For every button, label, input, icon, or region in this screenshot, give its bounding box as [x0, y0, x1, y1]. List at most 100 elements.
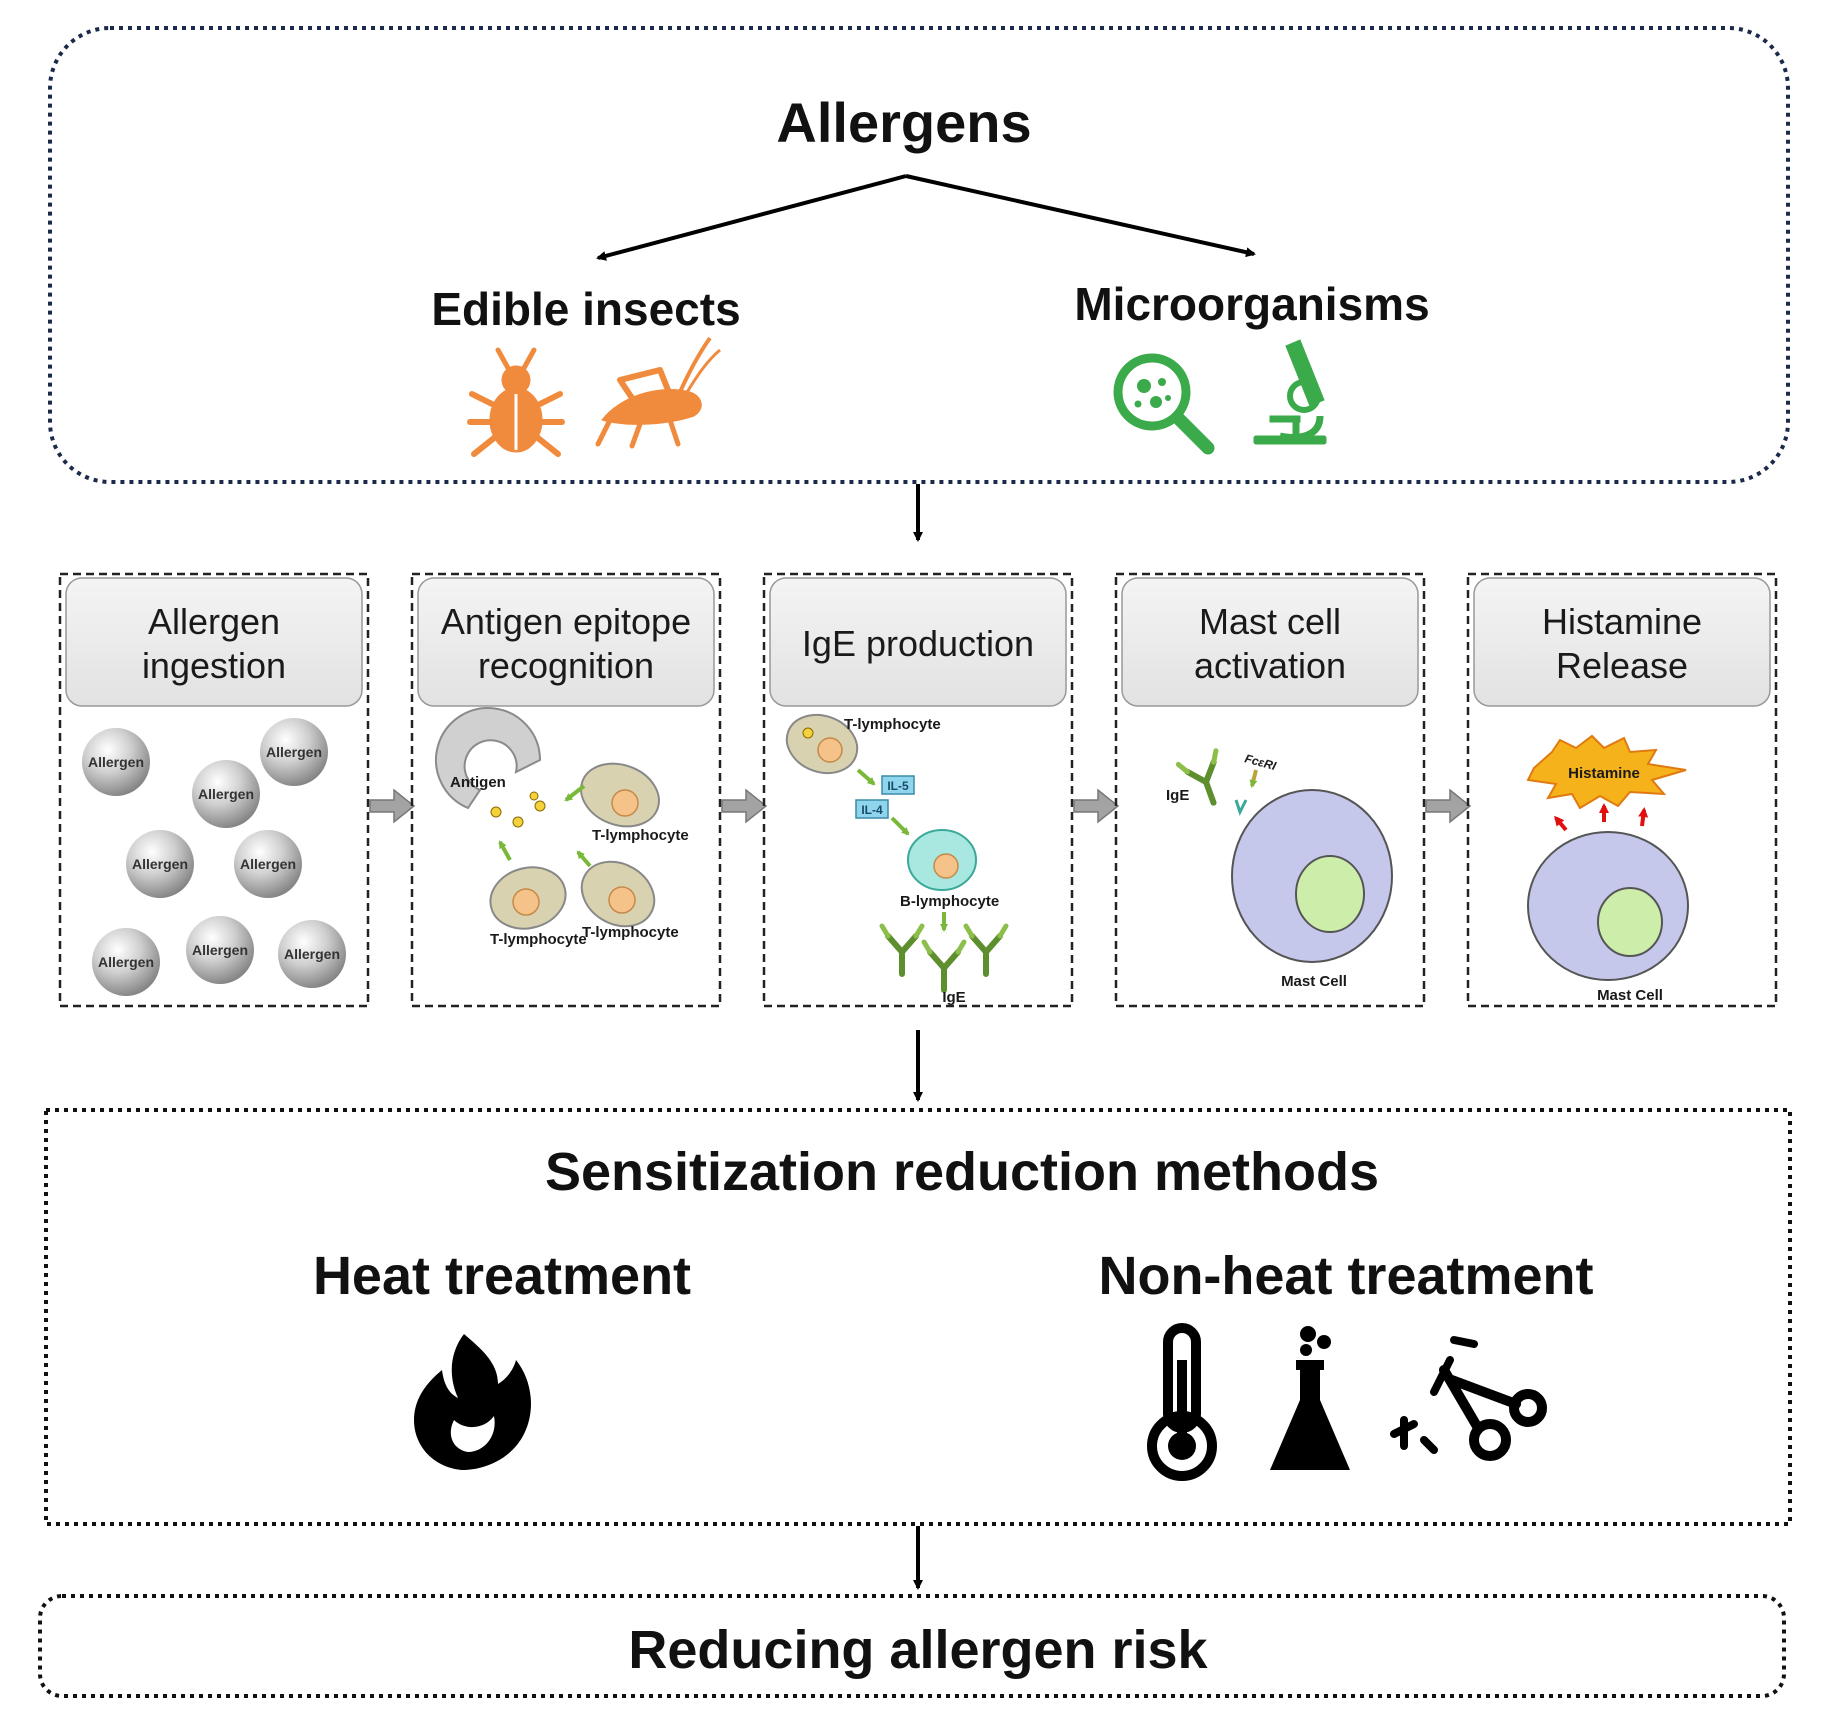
il5-label: IL-5: [887, 779, 909, 793]
step-header: [65, 577, 363, 707]
antigen-shape: [435, 707, 542, 810]
heat-treatment-label: Heat treatment: [313, 1246, 691, 1306]
allergen-label: Allergen: [266, 744, 322, 760]
allergen-sphere: Allergen: [192, 760, 260, 828]
epitope-markers: [490, 791, 546, 828]
b-lymphocyte-label: B-lymphocyte: [900, 893, 999, 910]
histamine-label: Histamine: [1568, 765, 1640, 782]
cell-nucleus: [933, 853, 959, 879]
t-lymphocyte-label: T-lymphocyte: [844, 716, 941, 733]
il5-box: [881, 775, 915, 795]
step-title: Histamine: [1542, 601, 1702, 642]
step-title: Antigen epitope: [441, 601, 691, 642]
cell-nucleus: [608, 886, 636, 914]
t-lymphocyte-label: T-lymphocyte: [582, 924, 679, 941]
grasshopper-icon: [595, 336, 721, 449]
step-title-line2: recognition: [478, 645, 654, 686]
mast-cell-label: Mast Cell: [1597, 987, 1663, 1004]
microorganisms-label: Microorganisms: [1074, 278, 1429, 330]
methods-title: Sensitization reduction methods: [545, 1142, 1379, 1202]
allergen-sphere: Allergen: [126, 830, 194, 898]
allergen-sphere: Allergen: [234, 830, 302, 898]
gray-step-arrow: [369, 788, 416, 824]
edible-insects-label: Edible insects: [431, 283, 740, 335]
step-title-line2: ingestion: [142, 645, 286, 686]
step-panel: IgE production: [762, 572, 1120, 1008]
allergens-panel: Allergens Edible insects Microorganisms: [48, 26, 1790, 484]
green-arrow: [890, 816, 910, 836]
ige-antibody: [882, 926, 922, 974]
green-arrow: [1249, 769, 1258, 788]
il4-label: IL-4: [861, 803, 883, 817]
green-arrow: [498, 840, 512, 861]
result-panel: Reducing allergen risk: [38, 1594, 1786, 1698]
mast-cell-nucleus: [1295, 855, 1365, 933]
fceri-label: FcεRI: [1243, 751, 1278, 773]
step-title: Allergen: [148, 601, 280, 642]
green-arrow: [564, 784, 586, 802]
allergen-label: Allergen: [132, 856, 188, 872]
step-title-line2: activation: [1194, 645, 1346, 686]
green-arrow: [576, 850, 592, 868]
step-header: [769, 577, 1067, 707]
antigen-recognition-illustration: Antigen T-lymphocyte T-lymphocyte T-lymp…: [435, 707, 689, 948]
ige-production-illustration: T-lymphocyte IL-5 IL-4 B-lymphocyte IgE: [785, 713, 1006, 1006]
cell-nucleus: [817, 737, 843, 763]
allergen-label: Allergen: [98, 954, 154, 970]
allergen-sphere: Allergen: [260, 718, 328, 786]
antigen-label: Antigen: [450, 774, 506, 791]
cell-nucleus: [611, 789, 639, 817]
ige-antibody: [924, 942, 964, 990]
t-lymphocyte-label: T-lymphocyte: [490, 931, 587, 948]
ige-label: IgE: [1166, 787, 1189, 804]
gray-step-arrow: [1073, 788, 1120, 824]
microscope-icon: [1253, 339, 1327, 445]
histamine-release-illustration: Histamine Mast Cell: [1526, 734, 1689, 1004]
allergen-label: Allergen: [284, 946, 340, 962]
allergen-sphere: Allergen: [82, 728, 150, 796]
allergen-sphere: Allergen: [186, 916, 254, 984]
green-arrow: [856, 768, 876, 786]
red-arrow: [1638, 807, 1649, 827]
histamine-burst: [1526, 734, 1687, 810]
gray-step-arrow: [1425, 788, 1472, 824]
allergen-label: Allergen: [88, 754, 144, 770]
red-arrow: [1554, 815, 1568, 832]
allergen-label: Allergen: [198, 786, 254, 802]
il4-box: [855, 799, 889, 819]
step-header: [1473, 577, 1771, 707]
gray-step-arrow: [721, 788, 768, 824]
allergen-sphere: Allergen: [278, 920, 346, 988]
step-title: IgE production: [802, 623, 1034, 664]
ige-label: IgE: [942, 989, 965, 1006]
t-lymphocyte-label: T-lymphocyte: [592, 827, 689, 844]
mast-cell-label: Mast Cell: [1281, 973, 1347, 990]
scissors-enzyme-icon: [1390, 1336, 1547, 1461]
beetle-icon: [467, 347, 565, 457]
arrow-to-edible-insects: [596, 174, 907, 261]
epitope-marker: [802, 727, 814, 739]
mast-cell-activation-illustration: IgE FcεRI Mast Cell: [1166, 751, 1393, 990]
mast-cell-nucleus: [1597, 887, 1663, 957]
allergen-label: Allergen: [240, 856, 296, 872]
step-title-line2: Release: [1556, 645, 1688, 686]
arrow-to-microorganisms: [905, 174, 1256, 258]
step-title: Mast cell: [1199, 601, 1341, 642]
sensitization-methods-panel: Sensitization reduction methods Heat tre…: [44, 1108, 1792, 1526]
microbe-magnifier-icon: [1113, 353, 1215, 455]
step-header: [417, 577, 715, 707]
fceri-receptor: [1234, 799, 1248, 816]
result-title: Reducing allergen risk: [628, 1620, 1208, 1680]
flask-icon: [1270, 1326, 1350, 1470]
allergen-sphere: Allergen: [92, 928, 160, 996]
non-heat-treatment-label: Non-heat treatment: [1098, 1246, 1593, 1306]
allergen-label: Allergen: [192, 942, 248, 958]
ige-antibody: [966, 926, 1006, 974]
